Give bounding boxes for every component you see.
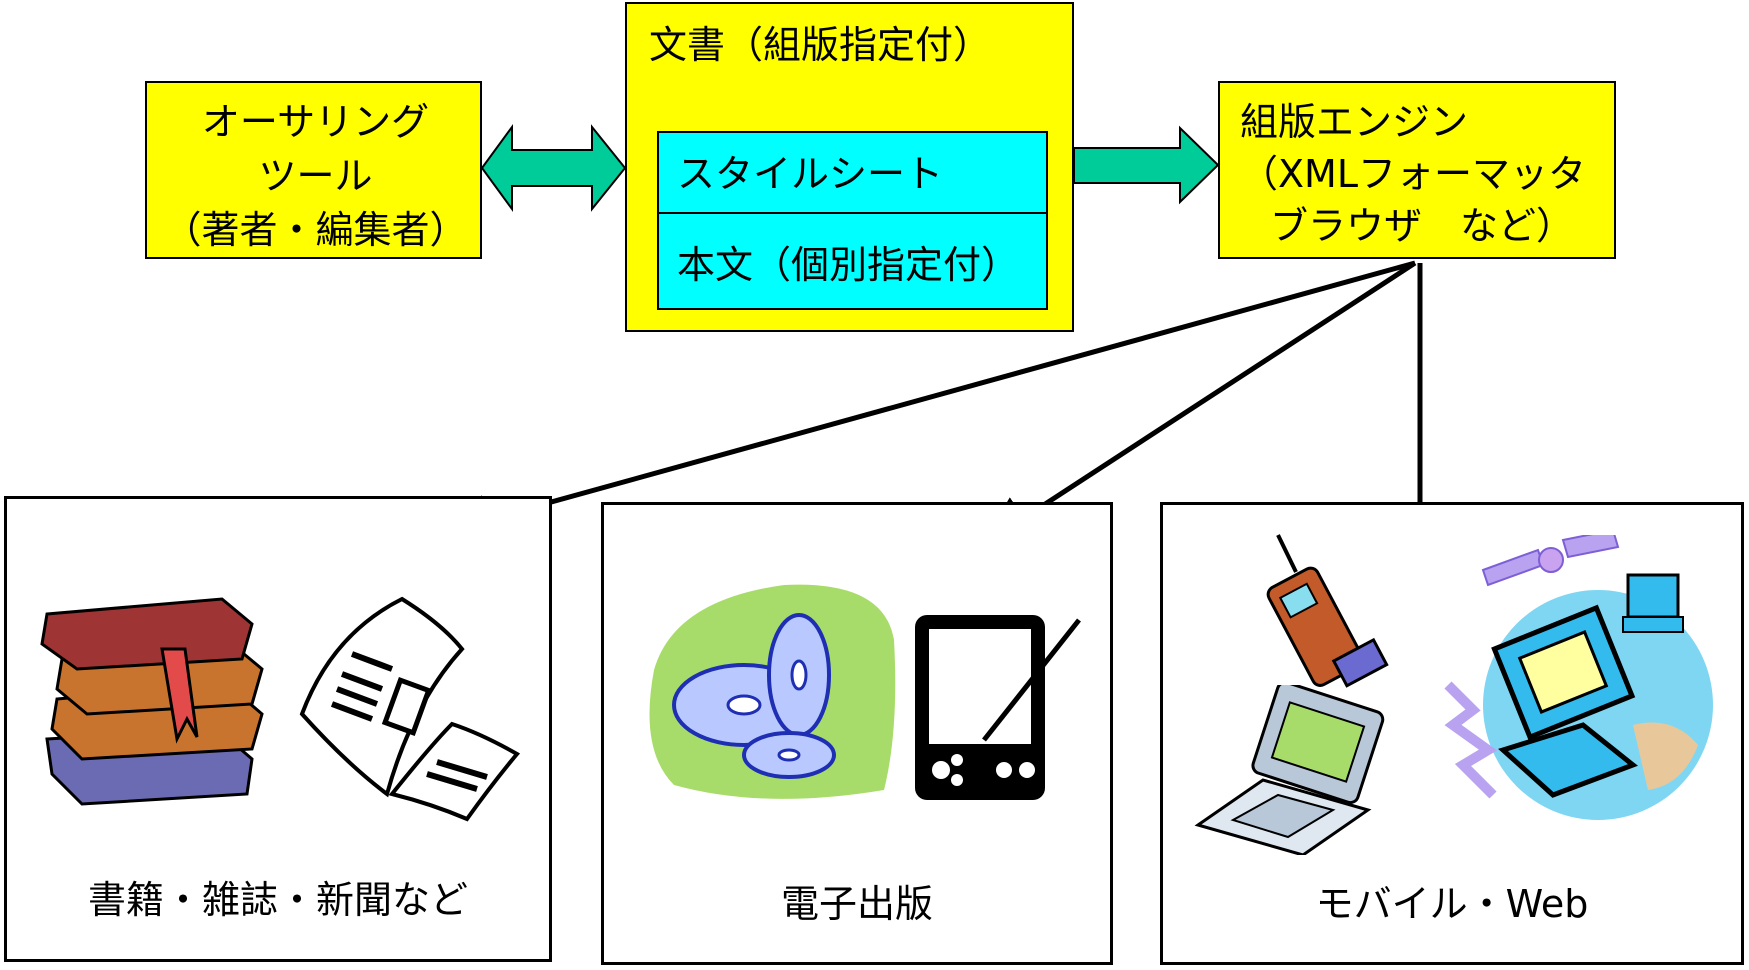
authoring-line3: （著者・編集者）: [163, 208, 468, 252]
books-icon: [40, 597, 264, 806]
stylesheet-label: スタイルシート: [677, 152, 944, 196]
bidirectional-arrow: [480, 123, 627, 213]
laptop-icon: [1194, 685, 1385, 855]
pda-icon: [915, 615, 1081, 800]
arrow-to-print: [440, 260, 1416, 544]
arrow-to-ebook: [981, 260, 1417, 546]
authoring-line1: オーサリング: [201, 100, 430, 144]
authoring-tool-box: オーサリング ツール （著者・編集者）: [145, 81, 482, 259]
mobile-output-label: モバイル・Web: [1315, 882, 1589, 926]
engine-line2: （XMLフォーマッタ: [1240, 152, 1586, 196]
stylesheet-box: スタイルシート: [657, 131, 1048, 214]
ebook-output-label: 電子出版: [780, 882, 933, 926]
body-label: 本文（個別指定付）: [677, 243, 1020, 287]
newspaper-icon: [299, 596, 521, 822]
print-output-label: 書籍・雑誌・新聞など: [87, 878, 468, 922]
mobile-phone-icon: [1266, 534, 1389, 688]
authoring-line2: ツール: [258, 154, 373, 198]
document-to-engine-arrow: [1073, 125, 1220, 205]
engine-line3: ブラウザ など）: [1270, 204, 1575, 248]
engine-line1: 組版エンジン: [1240, 100, 1469, 144]
print-output-box: 書籍・雑誌・新聞など: [4, 496, 552, 962]
body-box: 本文（個別指定付）: [657, 212, 1048, 310]
globe-network-icon: [1444, 535, 1713, 820]
typesetting-engine-box: 組版エンジン （XMLフォーマッタ ブラウザ など）: [1218, 81, 1616, 259]
document-box: 文書（組版指定付） スタイルシート 本文（個別指定付）: [625, 2, 1074, 332]
ebook-output-box: 電子出版: [601, 502, 1113, 965]
mobile-output-box: モバイル・Web: [1160, 502, 1744, 965]
document-title: 文書（組版指定付）: [649, 23, 992, 67]
cd-icon: [649, 584, 896, 799]
